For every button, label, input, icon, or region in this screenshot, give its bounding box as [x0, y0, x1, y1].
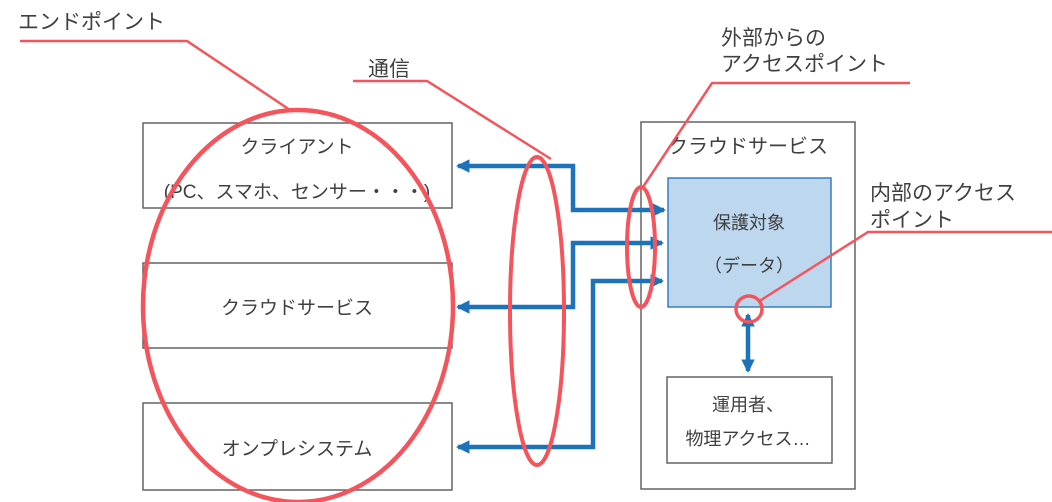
internal-access-point-callout-line — [757, 230, 1052, 304]
internal-access-point-label-line1: 内部のアクセス — [870, 182, 1016, 205]
onprem-box — [142, 402, 453, 491]
communication-callout-line — [353, 79, 552, 161]
client-box — [142, 122, 453, 209]
internal-access-point-highlight-circle — [734, 294, 764, 324]
communication-highlight-ellipse — [508, 155, 566, 467]
external-access-point-label-line2: アクセスポイント — [721, 53, 888, 76]
internal-access-point-label-line2: ポイント — [870, 209, 954, 232]
onprem-box-label: オンプレシステム — [222, 438, 373, 460]
operator-label: 運用者、 — [712, 395, 784, 415]
client-box-sublabel: (PC、スマホ、センサー・・・) — [164, 182, 430, 203]
communication-callout-label: 通信 — [368, 58, 410, 81]
cloud-service-container-title: クラウドサービス — [668, 135, 828, 158]
operator-sublabel: 物理アクセス… — [685, 429, 810, 449]
operator-box — [666, 376, 833, 464]
cloud-service-box-left-label: クラウドサービス — [221, 297, 373, 319]
endpoint-callout-line — [20, 39, 291, 112]
endpoint-highlight-ellipse — [140, 107, 456, 502]
protected-target-box — [667, 177, 832, 308]
endpoint-callout-label: エンドポイント — [18, 11, 165, 34]
cloud-service-box-left — [142, 262, 453, 349]
protected-target-label: 保護対象 — [713, 213, 785, 233]
protected-target-sublabel: （データ） — [704, 256, 794, 276]
external-access-point-label-line1: 外部からの — [721, 27, 826, 50]
client-box-label: クライアント — [240, 136, 353, 158]
external-access-point-highlight-ellipse — [625, 185, 657, 309]
external-access-point-callout-line — [641, 81, 910, 188]
connector-client-to-protected — [455, 159, 667, 217]
